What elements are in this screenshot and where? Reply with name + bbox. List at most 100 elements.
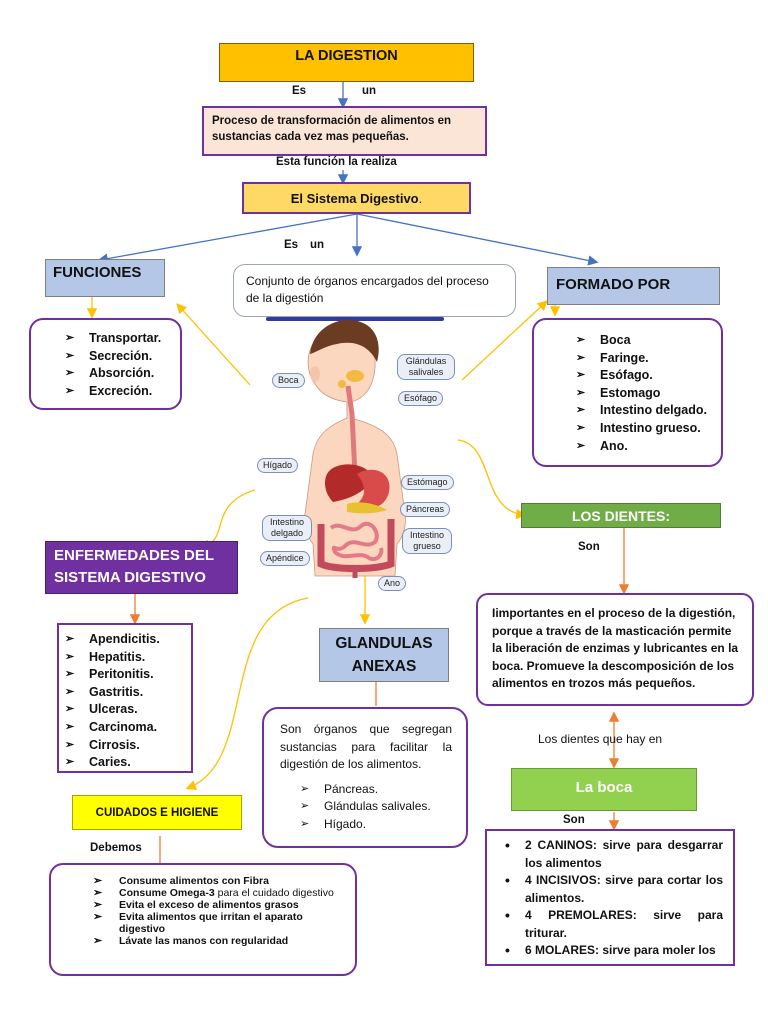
label-estomago: Estómago — [401, 475, 454, 490]
definition-text: Proceso de transformación de alimentos e… — [212, 115, 452, 143]
small-intestine-shape — [329, 522, 384, 561]
enfermedades-title: ENFERMEDADES DEL SISTEMA DIGESTIVO — [54, 547, 214, 586]
item-bold: Consume Omega-3 — [119, 887, 215, 899]
boca-title: La boca — [575, 779, 633, 796]
glandulas-description: Son órganos que segregan sustancias para… — [280, 722, 452, 771]
list-item: Consume Omega-3 para el cuidado digestiv… — [89, 887, 337, 899]
title-text: LA DIGESTION — [295, 48, 398, 64]
list-item: Intestino delgado. — [572, 402, 721, 420]
dientes-title: LOS DIENTES: — [571, 508, 670, 524]
system-dot: . — [418, 191, 423, 206]
item-bold: Consume alimentos con Fibra — [119, 875, 269, 887]
arrow-system-funciones — [97, 213, 358, 264]
item-bold: Evita alimentos que irritan el aparato d… — [119, 911, 303, 935]
dientes-title-box: LOS DIENTES: — [521, 503, 721, 528]
cuidados-title: CUIDADOS E HIGIENE — [95, 807, 219, 819]
label-apendice: Apéndice — [260, 551, 310, 566]
label-boca: Boca — [272, 373, 305, 388]
dientes-description: Iimportantes en el proceso de la digesti… — [492, 606, 739, 690]
title-box: LA DIGESTION — [219, 43, 474, 82]
connector-es-2: Es — [284, 239, 299, 251]
digestive-system-illustration — [304, 319, 406, 578]
funciones-title: FUNCIONES — [53, 264, 142, 281]
formado-title: FORMADO POR — [556, 276, 671, 293]
list-item: Ano. — [572, 438, 721, 456]
list-item: Glándulas salivales. — [296, 798, 452, 816]
glandulas-description-box: Son órganos que segregan sustancias para… — [262, 707, 468, 848]
item-bold: Lávate las manos con regularidad — [119, 935, 289, 947]
boca-connector-son: Son — [563, 814, 585, 826]
enfermedades-title-box: ENFERMEDADES DEL SISTEMA DIGESTIVO — [45, 541, 238, 594]
list-item: Esófago. — [572, 367, 721, 385]
cuidados-list: Consume alimentos con Fibra Consume Omeg… — [89, 875, 337, 947]
list-item: 6 MOLARES: sirve para moler los — [489, 942, 723, 960]
list-item: Peritonitis. — [61, 666, 191, 684]
system-definition-box: Conjunto de órganos encargados del proce… — [233, 264, 516, 317]
list-item: Faringe. — [572, 350, 721, 368]
cuidados-title-box: CUIDADOS E HIGIENE — [72, 795, 242, 830]
arrow-center-funciones — [176, 303, 251, 386]
formado-list-box: Boca Faringe. Esófago. Estomago Intestin… — [532, 318, 723, 467]
list-item: Evita alimentos que irritan el aparato d… — [89, 911, 337, 935]
formado-title-box: FORMADO POR — [547, 267, 720, 305]
definition-box: Proceso de transformación de alimentos e… — [202, 106, 487, 156]
funciones-list: Transportar. Secreción. Absorción. Excre… — [61, 330, 180, 400]
list-item: Hepatitis. — [61, 649, 191, 667]
formado-list: Boca Faringe. Esófago. Estomago Intestin… — [572, 332, 721, 455]
item-rest: para el cuidado digestivo — [214, 887, 334, 899]
system-label: El Sistema Digestivo — [290, 191, 419, 206]
glandulas-title-box: GLANDULAS ANEXAS — [319, 628, 449, 682]
label-intestino-grueso: Intestino grueso — [402, 528, 452, 554]
enfermedades-list: Apendicitis. Hepatitis. Peritonitis. Gas… — [61, 631, 191, 772]
list-item: Ulceras. — [61, 701, 191, 719]
arrow-center-enf — [197, 489, 256, 551]
list-item: Gastritis. — [61, 684, 191, 702]
enfermedades-list-box: Apendicitis. Hepatitis. Peritonitis. Gas… — [57, 623, 193, 773]
list-item: Caries. — [61, 754, 191, 772]
connector-un-2: un — [310, 239, 325, 251]
boca-title-box: La boca — [511, 768, 697, 811]
boca-connector: Los dientes que hay en — [538, 732, 663, 746]
connector-es-1: Es — [292, 85, 307, 97]
dientes-description-box: Iimportantes en el proceso de la digesti… — [476, 593, 754, 706]
cuidados-connector: Debemos — [90, 842, 142, 854]
list-item: Evita el exceso de alimentos grasos — [89, 899, 337, 911]
list-item: Secreción. — [61, 348, 180, 366]
list-item: Cirrosis. — [61, 737, 191, 755]
boca-list: 2 CANINOS: sirve para desgarrar los alim… — [489, 837, 723, 960]
dientes-connector-son: Son — [578, 541, 600, 553]
arrow-system-formado — [356, 213, 599, 266]
arrow-center-formado — [461, 300, 548, 381]
salivary-gland-shape — [346, 370, 364, 382]
arrow-center-cuidados — [185, 597, 309, 791]
list-item: 4 INCISIVOS: sirve para cortar los alime… — [489, 872, 723, 907]
list-item: Apendicitis. — [61, 631, 191, 649]
label-glandulas: Glándulas salivales — [397, 354, 455, 380]
list-item: Excreción. — [61, 383, 180, 401]
glandulas-list: Páncreas. Glándulas salivales. Hígado. — [296, 781, 452, 834]
list-item: Boca — [572, 332, 721, 350]
funciones-list-box: Transportar. Secreción. Absorción. Excre… — [29, 318, 182, 410]
pancreas-shape — [347, 502, 387, 514]
label-pancreas: Páncreas — [400, 502, 451, 517]
connector-funcion: Esta función la realiza — [276, 156, 397, 168]
item-bold: Evita el exceso de alimentos grasos — [119, 899, 299, 911]
list-item: Absorción. — [61, 365, 180, 383]
list-item: Transportar. — [61, 330, 180, 348]
list-item: Estomago — [572, 385, 721, 403]
connector-un-1: un — [362, 85, 377, 97]
label-intestino-delgado: Intestino delgado — [262, 515, 312, 541]
stomach-shape — [357, 469, 390, 508]
list-item: Consume alimentos con Fibra — [89, 875, 337, 887]
system-definition-underline — [266, 317, 444, 321]
funciones-title-box: FUNCIONES — [45, 259, 165, 297]
list-item: 2 CANINOS: sirve para desgarrar los alim… — [489, 837, 723, 872]
list-item: Intestino grueso. — [572, 420, 721, 438]
cuidados-list-box: Consume alimentos con Fibra Consume Omeg… — [49, 863, 357, 976]
list-item: 4 PREMOLARES: sirve para triturar. — [489, 907, 723, 942]
label-ano: Ano — [378, 576, 407, 591]
arrow-center-dientes — [457, 439, 527, 520]
label-esofago: Esófago — [398, 391, 444, 406]
system-definition-text: Conjunto de órganos encargados del proce… — [246, 274, 489, 305]
